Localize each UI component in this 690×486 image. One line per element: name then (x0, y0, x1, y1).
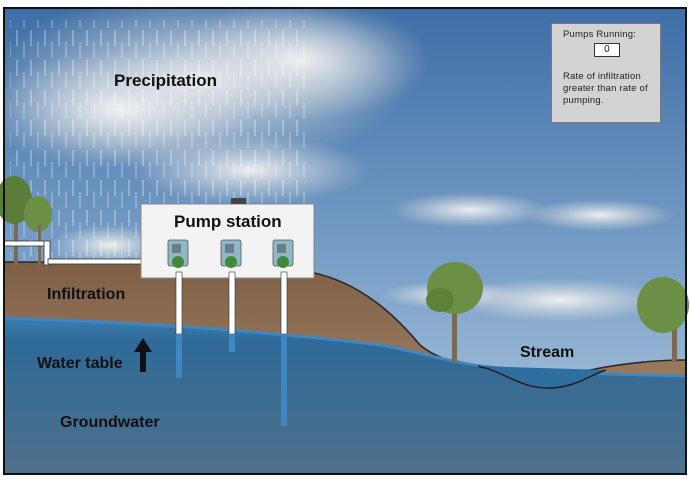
pump-icon[interactable] (167, 239, 189, 268)
stream-label: Stream (520, 344, 575, 361)
pumps-running-count: 0 (594, 43, 620, 57)
well-pipes (175, 271, 288, 426)
groundwater-label: Groundwater (60, 414, 160, 431)
pump-station-label: Pump station (174, 212, 282, 231)
pump-icon[interactable] (220, 239, 242, 268)
status-message: Rate of infiltration greater than rate o… (563, 71, 648, 106)
tree-icon (426, 262, 483, 362)
frame-border (3, 7, 687, 475)
tree-icon (0, 176, 52, 265)
infiltration-label: Infiltration (47, 286, 126, 303)
stream-channel (477, 365, 607, 389)
pump-icon[interactable] (272, 239, 294, 268)
pumps-running-label: Pumps Running: (563, 29, 637, 40)
precipitation-label: Precipitation (114, 71, 217, 90)
chimney (231, 198, 246, 204)
up-arrow-icon (134, 338, 152, 372)
tree-icon (637, 277, 689, 362)
groundwater-body (4, 318, 686, 474)
status-panel: Pumps Running: 0 Rate of infiltration gr… (551, 23, 661, 123)
water-table-label: Water table (37, 355, 123, 372)
